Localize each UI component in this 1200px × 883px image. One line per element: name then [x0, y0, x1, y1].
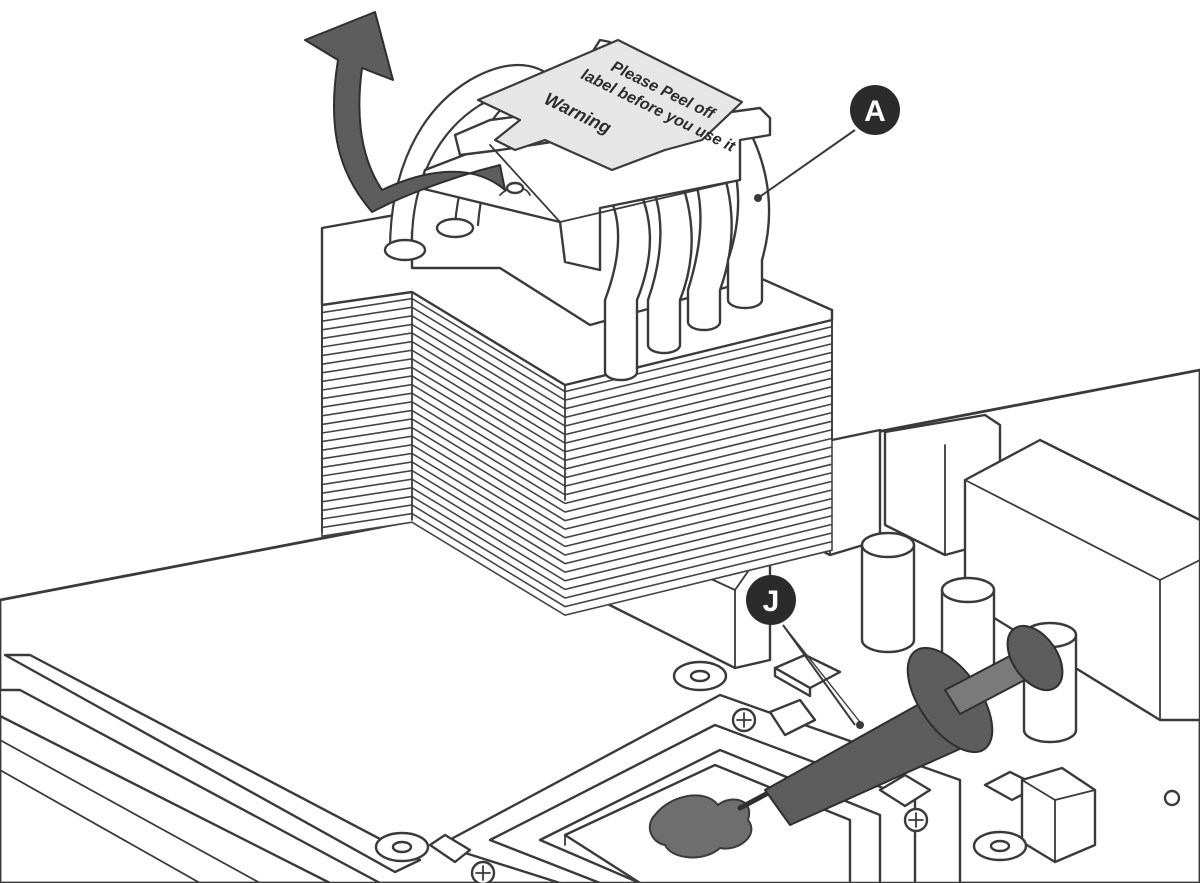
- callout-a: A: [754, 85, 900, 202]
- warning-label-sticker: [476, 38, 744, 172]
- thermal-paste: [648, 794, 753, 859]
- peel-arrow-icon: [304, 11, 506, 213]
- callout-j: J: [746, 575, 864, 729]
- callout-j-label: J: [763, 585, 780, 618]
- memory-slot: [0, 653, 422, 883]
- capacitor: [860, 531, 916, 654]
- heatsink-fin-stack: [321, 211, 833, 617]
- thermal-paste-syringe: [737, 624, 1064, 826]
- heatsink-panel: Please Peel off label before you use it …: [304, 11, 834, 617]
- callout-a-label: A: [864, 95, 886, 128]
